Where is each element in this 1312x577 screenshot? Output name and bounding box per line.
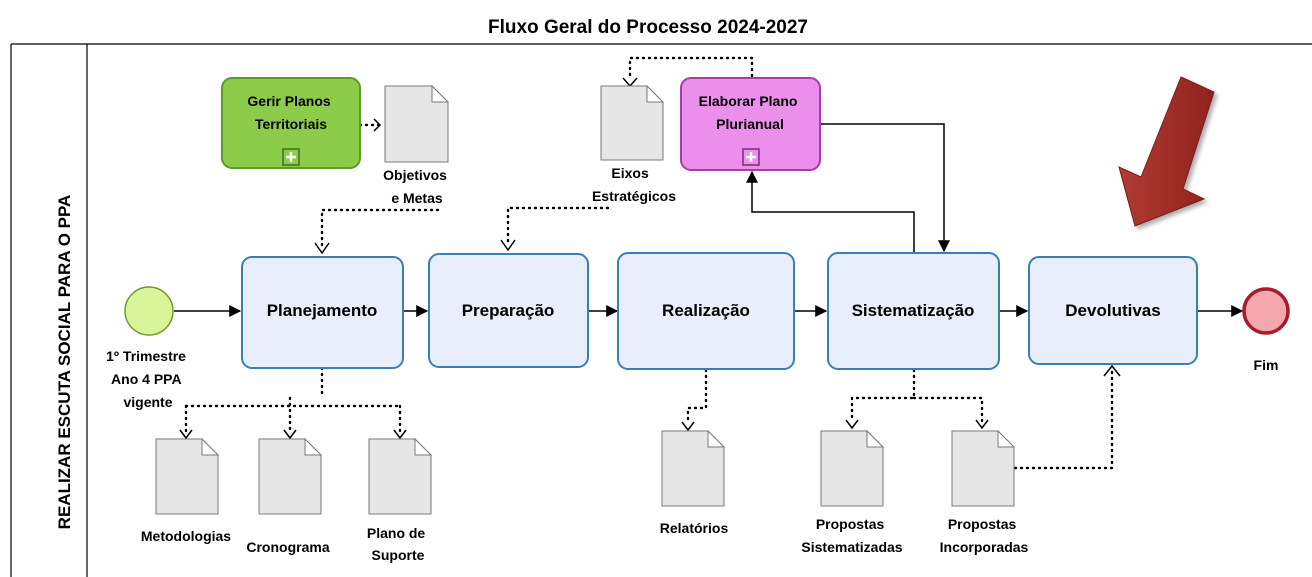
doc-metodologias-label: Metodologias (141, 528, 231, 544)
doc-propostas-inc-label: Propostas Incorporadas (940, 516, 1029, 555)
subprocess-gerir-planos[interactable]: Gerir Planos Territoriais (221, 77, 361, 169)
start-label-line-1: 1º Trimestre (106, 348, 186, 364)
start-label-line-2: Ano 4 PPA (111, 371, 181, 387)
swimlane: REALIZAR ESCUTA SOCIAL PARA O PPA (10, 43, 1312, 577)
end-event-label: Fim (1254, 357, 1279, 373)
doc-eixos-label: Eixos Estratégicos (592, 165, 676, 204)
sequence-flows (174, 123, 1244, 317)
expand-plus-icon[interactable] (282, 148, 300, 166)
document-propostas-sistematizadas[interactable] (820, 429, 885, 507)
lane-label: REALIZAR ESCUTA SOCIAL PARA O PPA (55, 195, 74, 530)
task-devolutivas[interactable]: Devolutivas (1028, 256, 1198, 365)
eixos-line-2: Estratégicos (592, 188, 676, 204)
propostas-inc-line-1: Propostas (948, 516, 1017, 532)
document-eixos[interactable] (600, 84, 665, 161)
document-metodologias[interactable] (155, 437, 220, 515)
task-label: Devolutivas (1065, 301, 1160, 320)
highlight-arrow-icon (1118, 76, 1215, 227)
document-cronograma[interactable] (258, 437, 323, 515)
gerir-line-2: Territoriais (255, 116, 327, 132)
task-preparacao[interactable]: Preparação (428, 253, 589, 368)
task-label: Sistematização (852, 301, 975, 320)
document-relatorios[interactable] (661, 429, 726, 507)
plano-suporte-line-1: Plano de (367, 525, 426, 541)
subprocess-elaborar-plano[interactable]: Elaborar Plano Plurianual (680, 77, 821, 171)
task-planejamento[interactable]: Planejamento (241, 256, 404, 369)
diagram-title: Fluxo Geral do Processo 2024-2027 (488, 17, 808, 38)
task-sistematizacao[interactable]: Sistematização (827, 252, 1000, 370)
eixos-line-1: Eixos (611, 165, 649, 181)
subprocess-label: Elaborar Plano Plurianual (699, 93, 802, 132)
document-propostas-incorporadas[interactable] (951, 429, 1016, 507)
document-plano-suporte[interactable] (368, 437, 433, 515)
doc-objetivos-label: Objetivos e Metas (383, 167, 451, 206)
subprocess-label: Gerir Planos Territoriais (247, 93, 334, 132)
doc-relatorios-label: Relatórios (660, 520, 729, 536)
start-label-line-3: vigente (123, 394, 172, 410)
doc-cronograma-label: Cronograma (246, 539, 329, 555)
gerir-line-1: Gerir Planos (247, 93, 330, 109)
task-realizacao[interactable]: Realização (617, 252, 795, 370)
objetivos-line-2: e Metas (391, 190, 443, 206)
doc-plano-suporte-label: Plano de Suporte (367, 525, 429, 563)
elaborar-line-2: Plurianual (716, 116, 784, 132)
end-event[interactable] (1242, 287, 1290, 335)
document-objetivos[interactable] (384, 84, 450, 163)
start-event-label: 1º Trimestre Ano 4 PPA vigente (106, 348, 190, 410)
propostas-sist-line-1: Propostas (816, 516, 885, 532)
objetivos-line-1: Objetivos (383, 167, 447, 183)
task-label: Realização (662, 301, 750, 320)
propostas-sist-line-2: Sistematizadas (801, 539, 902, 555)
task-label: Planejamento (267, 301, 378, 320)
elaborar-line-1: Elaborar Plano (699, 93, 798, 109)
start-event[interactable] (124, 286, 174, 336)
associations (179, 56, 1121, 470)
plano-suporte-line-2: Suporte (372, 547, 425, 563)
propostas-inc-line-2: Incorporadas (940, 539, 1029, 555)
doc-propostas-sist-label: Propostas Sistematizadas (801, 516, 902, 555)
task-label: Preparação (462, 301, 555, 320)
expand-plus-icon[interactable] (742, 148, 760, 166)
